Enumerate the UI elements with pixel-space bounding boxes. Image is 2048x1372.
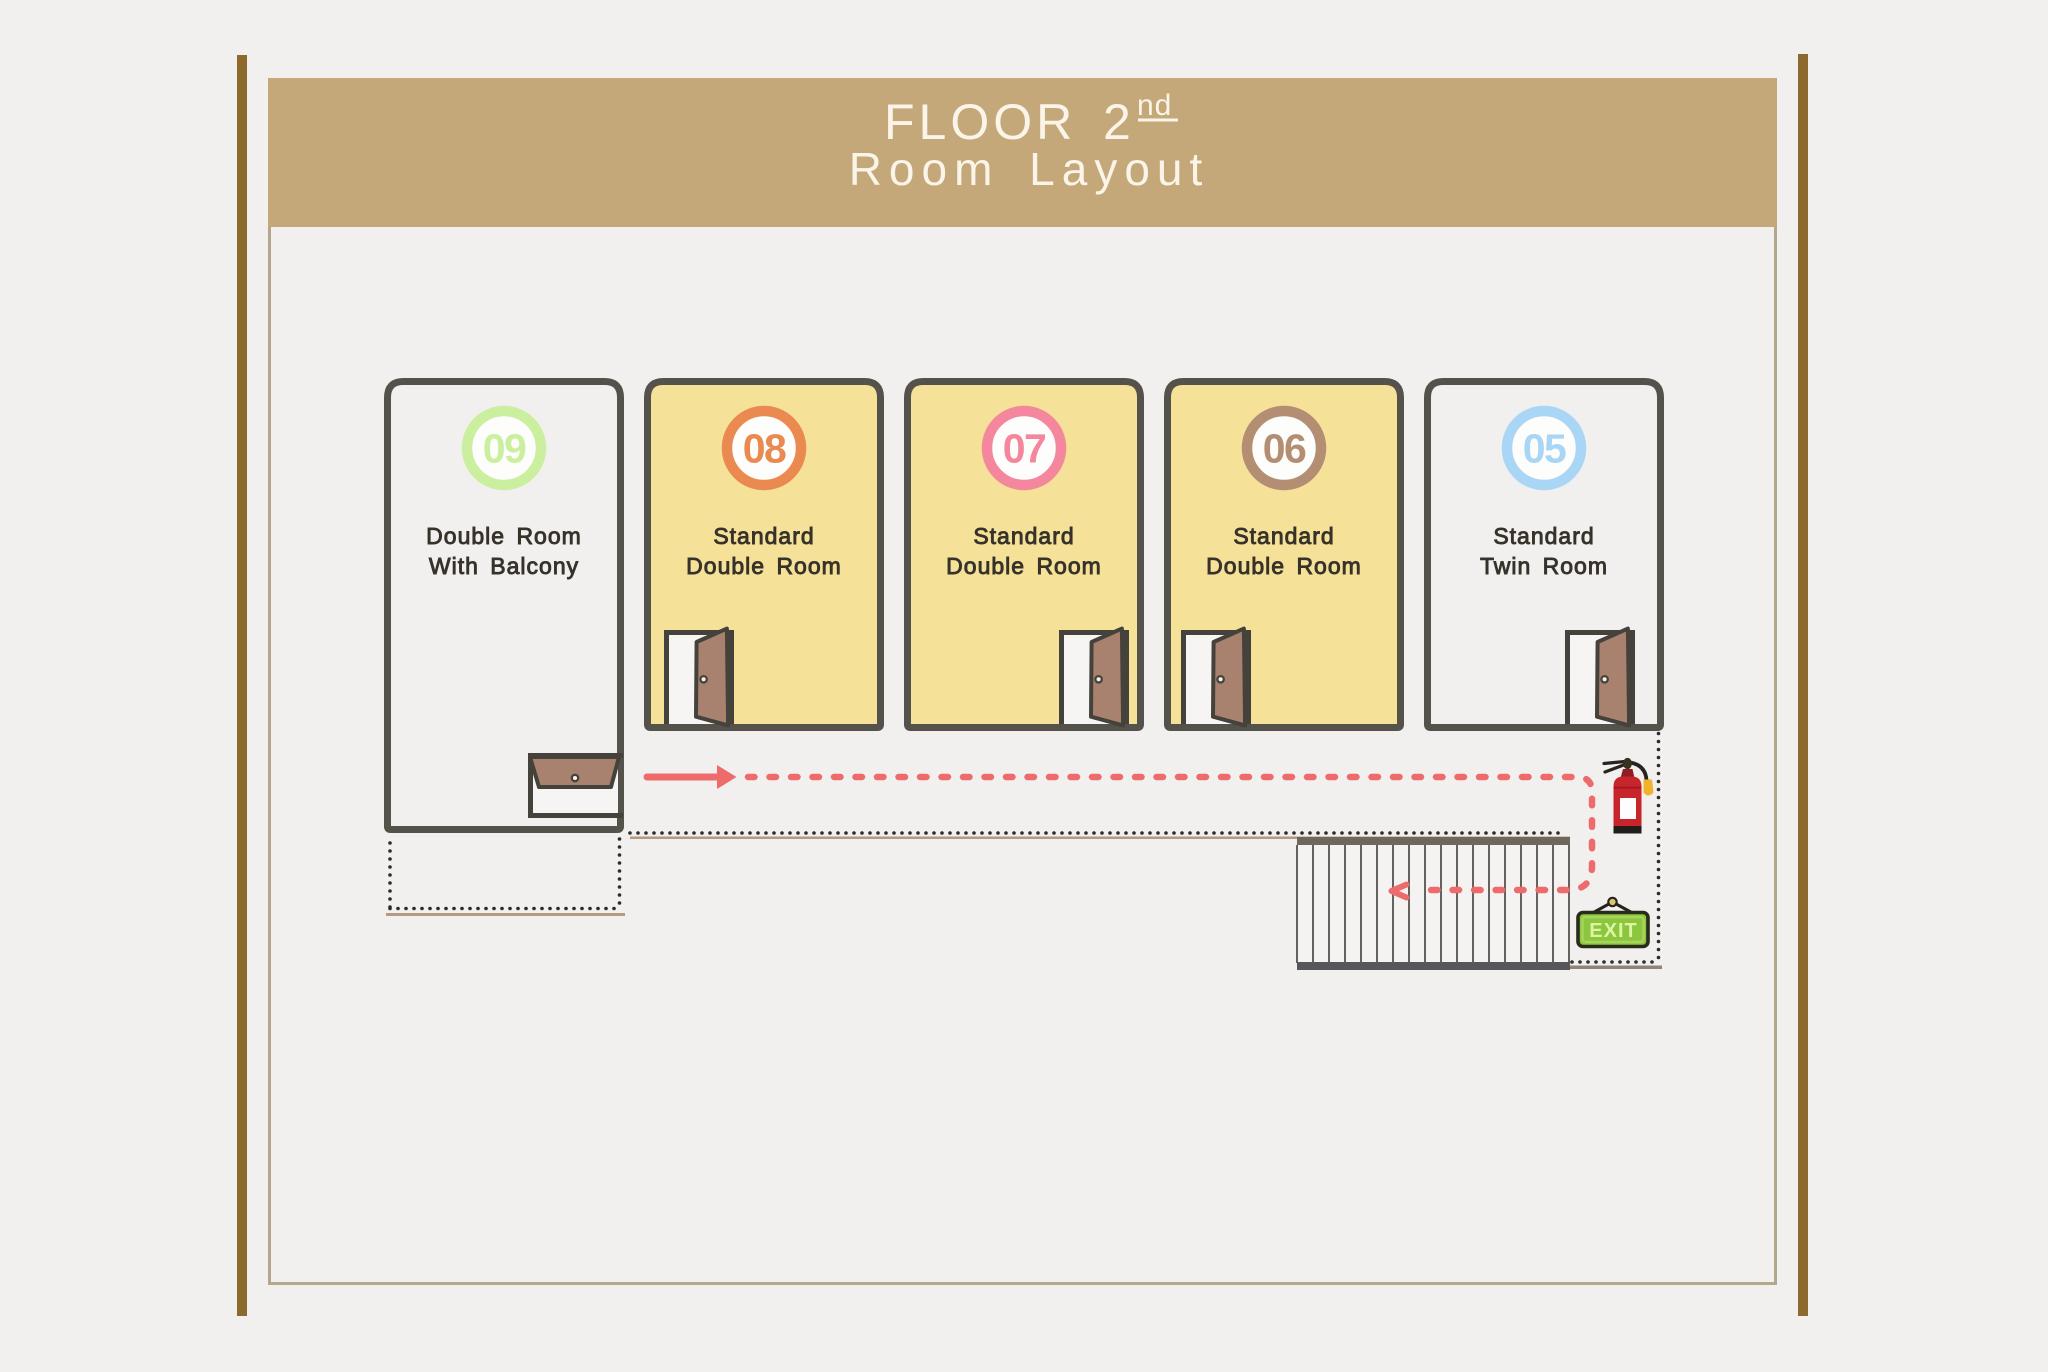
svg-text:nd: nd	[1137, 89, 1172, 122]
svg-text:Standard: Standard	[973, 523, 1074, 549]
svg-text:2: 2	[1103, 94, 1131, 150]
svg-text:Twin Room: Twin Room	[1480, 553, 1608, 579]
svg-text:Standard: Standard	[1493, 523, 1594, 549]
svg-text:06: 06	[1263, 426, 1306, 472]
svg-text:Double Room: Double Room	[946, 553, 1102, 579]
svg-text:Double Room: Double Room	[426, 523, 582, 549]
svg-text:EXIT: EXIT	[1589, 920, 1637, 942]
svg-text:07: 07	[1003, 426, 1046, 472]
svg-text:Double Room: Double Room	[1206, 553, 1362, 579]
svg-text:Room Layout: Room Layout	[849, 143, 1210, 195]
svg-text:Standard: Standard	[713, 523, 814, 549]
svg-text:Standard: Standard	[1233, 523, 1334, 549]
svg-text:08: 08	[743, 426, 786, 472]
svg-text:Double Room: Double Room	[686, 553, 842, 579]
svg-text:With Balcony: With Balcony	[429, 553, 579, 579]
svg-text:FLOOR: FLOOR	[884, 94, 1076, 150]
svg-text:09: 09	[483, 426, 526, 472]
svg-text:05: 05	[1523, 426, 1566, 472]
